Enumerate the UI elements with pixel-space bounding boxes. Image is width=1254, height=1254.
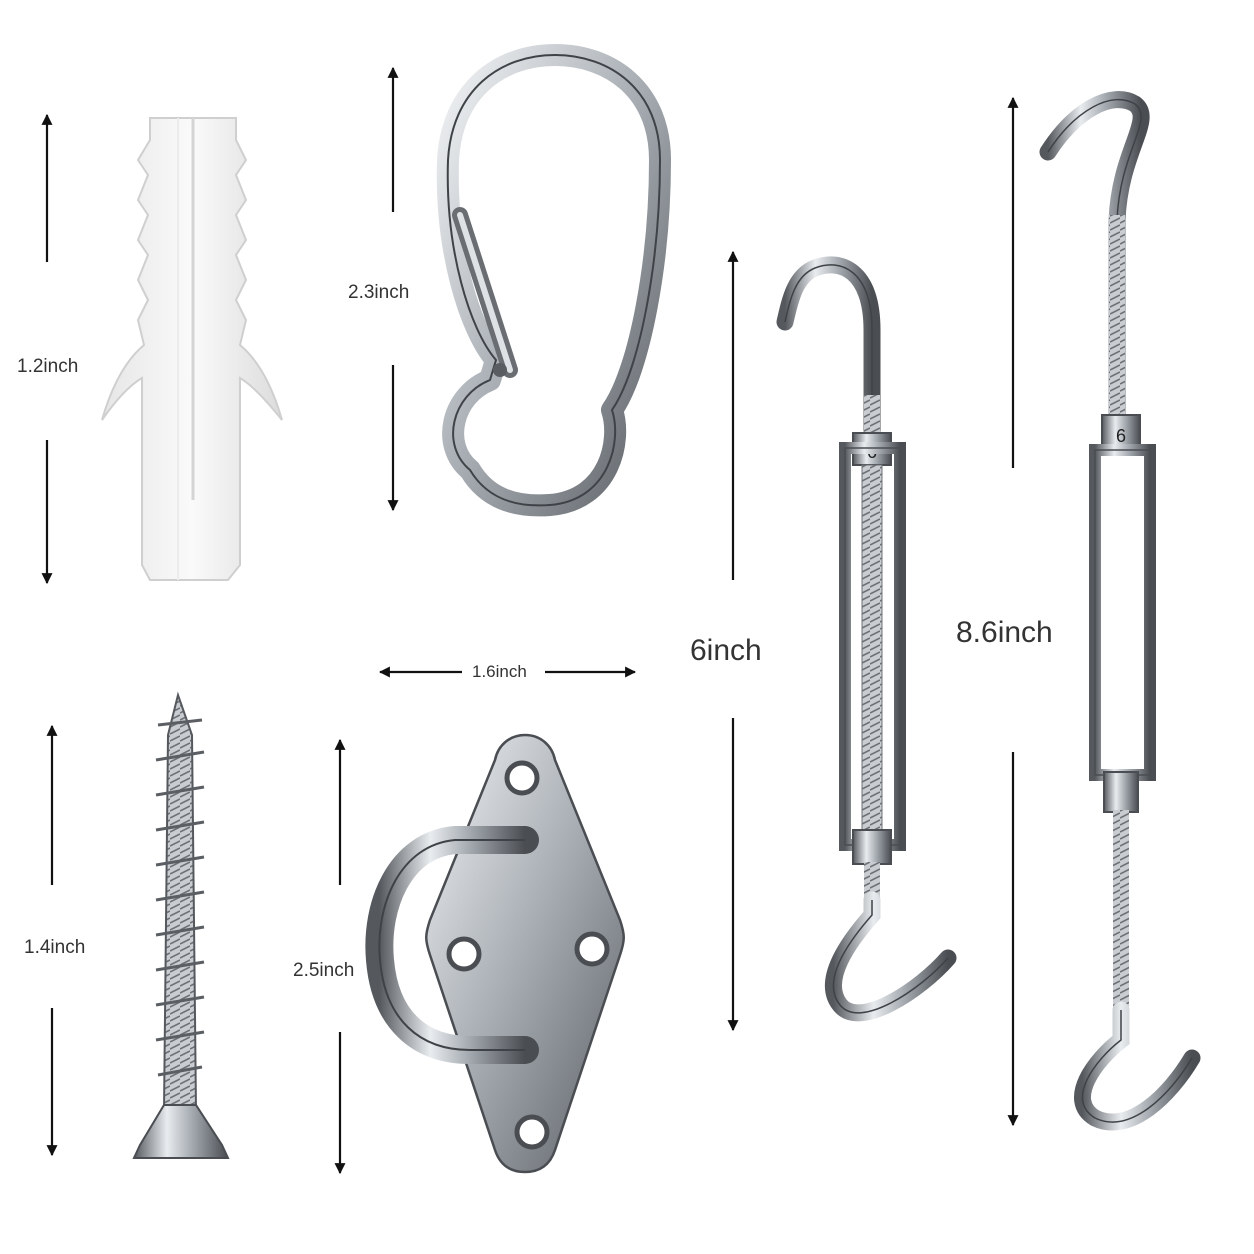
wood-screw — [132, 691, 230, 1159]
anchor-height-label: 1.2inch — [17, 356, 79, 377]
small-turnbuckle-length-label: 6inch — [690, 634, 762, 667]
pad-eye-width-label: 1.6inch — [472, 662, 527, 681]
pad-eye-height-label: 2.5inch — [293, 960, 355, 981]
spring-snap-carabiner — [436, 44, 671, 517]
carabiner-height-label: 2.3inch — [348, 282, 410, 303]
large-hook-turnbuckle: 6 — [1039, 91, 1201, 1131]
diamond-pad-eye — [365, 733, 625, 1174]
large-turnbuckle-size-mark: 6 — [1116, 426, 1126, 446]
screw-height-label: 1.4inch — [24, 937, 86, 958]
large-turnbuckle-length-label: 8.6inch — [956, 616, 1053, 649]
plastic-wall-anchor — [101, 117, 283, 581]
dimension-arrows — [41, 66, 1019, 1175]
small-hook-turnbuckle: 6 — [776, 256, 957, 1022]
